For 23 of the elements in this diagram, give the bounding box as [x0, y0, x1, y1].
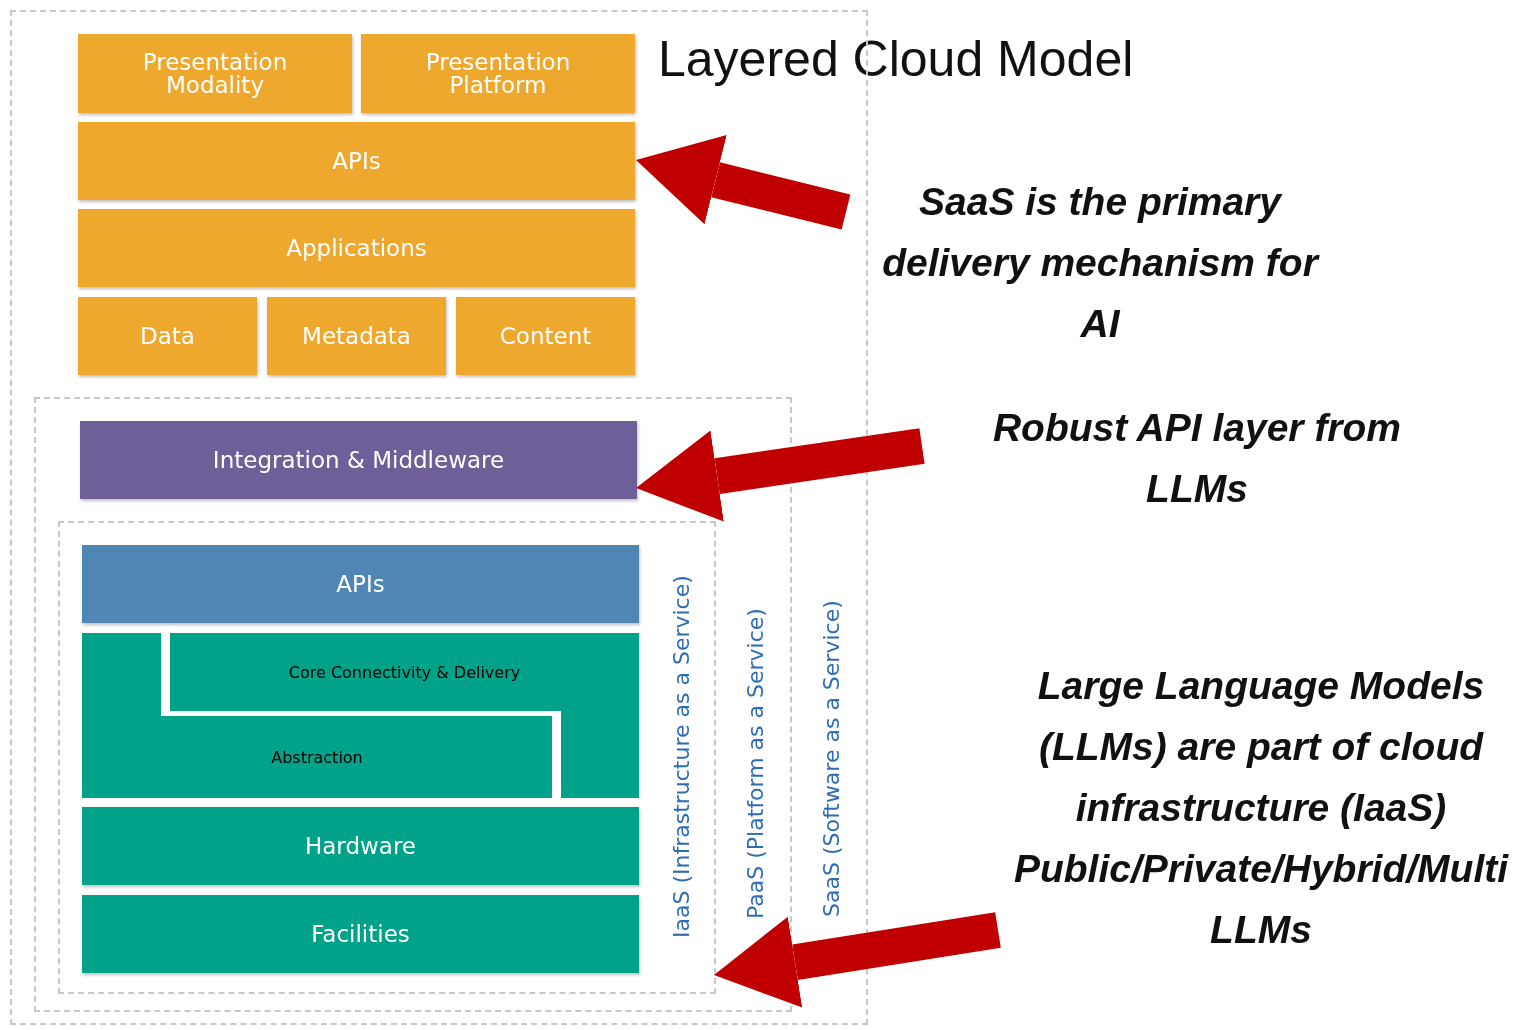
layer-label: SaaS (Software as a Service): [819, 600, 845, 917]
arrow: [636, 428, 925, 522]
layer-block: Content: [456, 297, 635, 375]
layer-block: Applications: [78, 209, 635, 287]
diagram-title: Layered Cloud Model: [658, 30, 1134, 88]
callout-text: Large Language Models (LLMs) are part of cloud infrastructure (IaaS) Public/Private/Hybrid/Multi LLMs: [985, 652, 1537, 962]
layer-block: APIs: [78, 122, 635, 200]
layer-block: Presentation Platform: [361, 34, 635, 113]
layer-label: IaaS (Infrastructure as a Service): [669, 575, 695, 938]
arrow: [714, 912, 1001, 1008]
layer-block: Presentation Modality: [78, 34, 352, 113]
layer-block: APIs: [82, 545, 639, 623]
callout-text: Robust API layer from LLMs: [957, 395, 1437, 520]
callout-text: SaaS is the primary delivery mechanism for AI: [870, 170, 1330, 355]
arrow: [636, 135, 851, 230]
dashed-region: [34, 397, 792, 1012]
layer-block: Metadata: [267, 297, 446, 375]
layer-label: PaaS (Platform as a Service): [743, 608, 769, 919]
layer-block: Data: [78, 297, 257, 375]
layer-block: Hardware: [82, 807, 639, 885]
layer-block: Integration & Middleware: [80, 421, 637, 499]
layer-block: Facilities: [82, 895, 639, 973]
dashed-region: [58, 521, 716, 994]
